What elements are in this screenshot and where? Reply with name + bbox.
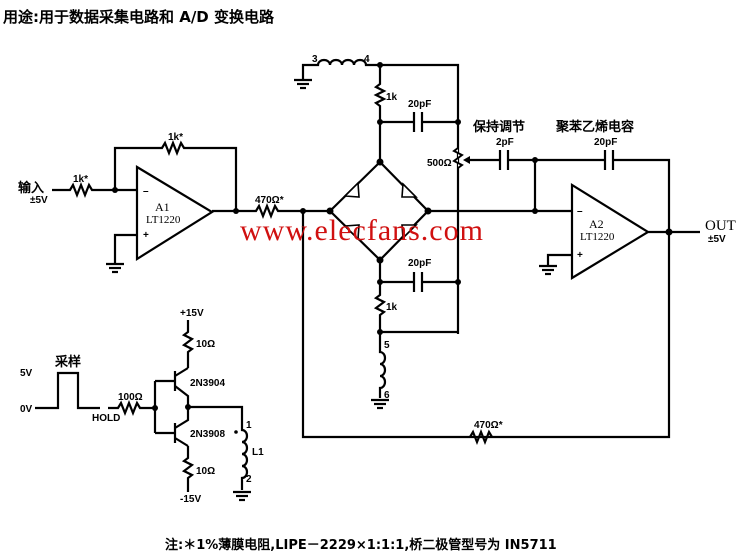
pot-label: 500Ω [427, 158, 452, 169]
pin-label: 2 [246, 474, 252, 485]
page-title: 用途:用于数据采集电路和 A/D 变换电路 [3, 8, 275, 26]
ground-icon [369, 398, 391, 410]
hold-label: HOLD [92, 413, 120, 424]
top-capacitor-label: 20pF [408, 99, 431, 110]
pin-label: 4 [364, 54, 370, 65]
inductor-3-4 [301, 58, 460, 334]
series-resistor [212, 203, 330, 219]
pin-label: 1 [246, 420, 252, 431]
output-range-label: ±5V [708, 234, 726, 245]
inductor-l1 [240, 418, 249, 490]
base-resistor-label: 100Ω [118, 392, 143, 403]
minus-sign: – [577, 206, 583, 217]
ground-icon [537, 264, 559, 276]
input-range-label: ±5V [30, 195, 48, 206]
feedback-resistor [113, 140, 238, 211]
polystyrene-cap-label: 聚苯乙烯电容 [555, 119, 634, 135]
opamp-a2 [546, 183, 700, 280]
negative-supply-label: -15V [180, 494, 201, 505]
wire [428, 160, 572, 213]
collector-resistor-top-label: 10Ω [196, 339, 215, 350]
minus-sign: – [143, 186, 149, 197]
collector-resistor-bottom-label: 10Ω [196, 466, 215, 477]
diode-icon [343, 181, 418, 241]
output-label: OUT [705, 218, 736, 234]
opamp-a1 [113, 165, 215, 263]
series-resistor-label: 470Ω* [255, 195, 284, 206]
bottom-capacitor-label: 20pF [408, 258, 431, 269]
wiper-arrow-icon [463, 156, 470, 164]
collector-resistor-top [181, 320, 195, 368]
input-resistor-label: 1k* [73, 174, 88, 185]
sample-pulse [35, 371, 100, 410]
inductor-5-6 [378, 332, 387, 398]
bottom-capacitor [380, 272, 458, 292]
a2-name: A2 [589, 217, 604, 231]
hold-capacitor [301, 150, 671, 439]
ground-icon [292, 78, 314, 90]
l1-label: L1 [252, 447, 264, 458]
plus-sign: + [577, 250, 583, 261]
input-label: 输入 [18, 180, 44, 196]
ground-icon [104, 262, 126, 274]
positive-supply-label: +15V [180, 308, 204, 319]
a1-name: A1 [155, 200, 170, 214]
pin-label: 6 [384, 390, 390, 401]
pin-label: 3 [312, 54, 318, 65]
plus-sign: + [143, 230, 149, 241]
top-capacitor [380, 112, 458, 132]
hold-capacitor-label: 2pF [496, 137, 514, 148]
bottom-feedback-resistor [469, 429, 493, 445]
watermark: www.elecfans.com [240, 214, 484, 247]
top-resistor [373, 65, 387, 162]
feedback-resistor-label: 1k* [168, 132, 183, 143]
pin-label: 5 [384, 340, 390, 351]
base-resistor [108, 400, 155, 416]
footnote: 注:＊1%薄膜电阻,LIPE－2229×1:1:1,桥二极管型号为 IN5711 [165, 537, 557, 553]
q1-label: 2N3904 [190, 378, 225, 389]
ground-icon [231, 490, 253, 502]
0v-label: 0V [20, 404, 33, 415]
a2-part: LT1220 [580, 231, 615, 243]
bottom-feedback-resistor-label: 470Ω* [474, 420, 503, 431]
potentiometer[interactable] [452, 147, 464, 169]
sample-label: 采样 [54, 354, 81, 370]
collector-resistor-bottom [181, 446, 195, 492]
top-resistor-label: 1k [386, 92, 398, 103]
bottom-resistor-label: 1k [386, 302, 398, 313]
input-resistor [52, 182, 115, 198]
a1-part: LT1220 [146, 214, 181, 226]
bottom-resistor [373, 260, 458, 334]
feedback-capacitor-label: 20pF [594, 137, 617, 148]
q2-label: 2N3908 [190, 429, 225, 440]
5v-label: 5V [20, 368, 33, 379]
hold-adjust-label: 保持调节 [472, 119, 525, 135]
